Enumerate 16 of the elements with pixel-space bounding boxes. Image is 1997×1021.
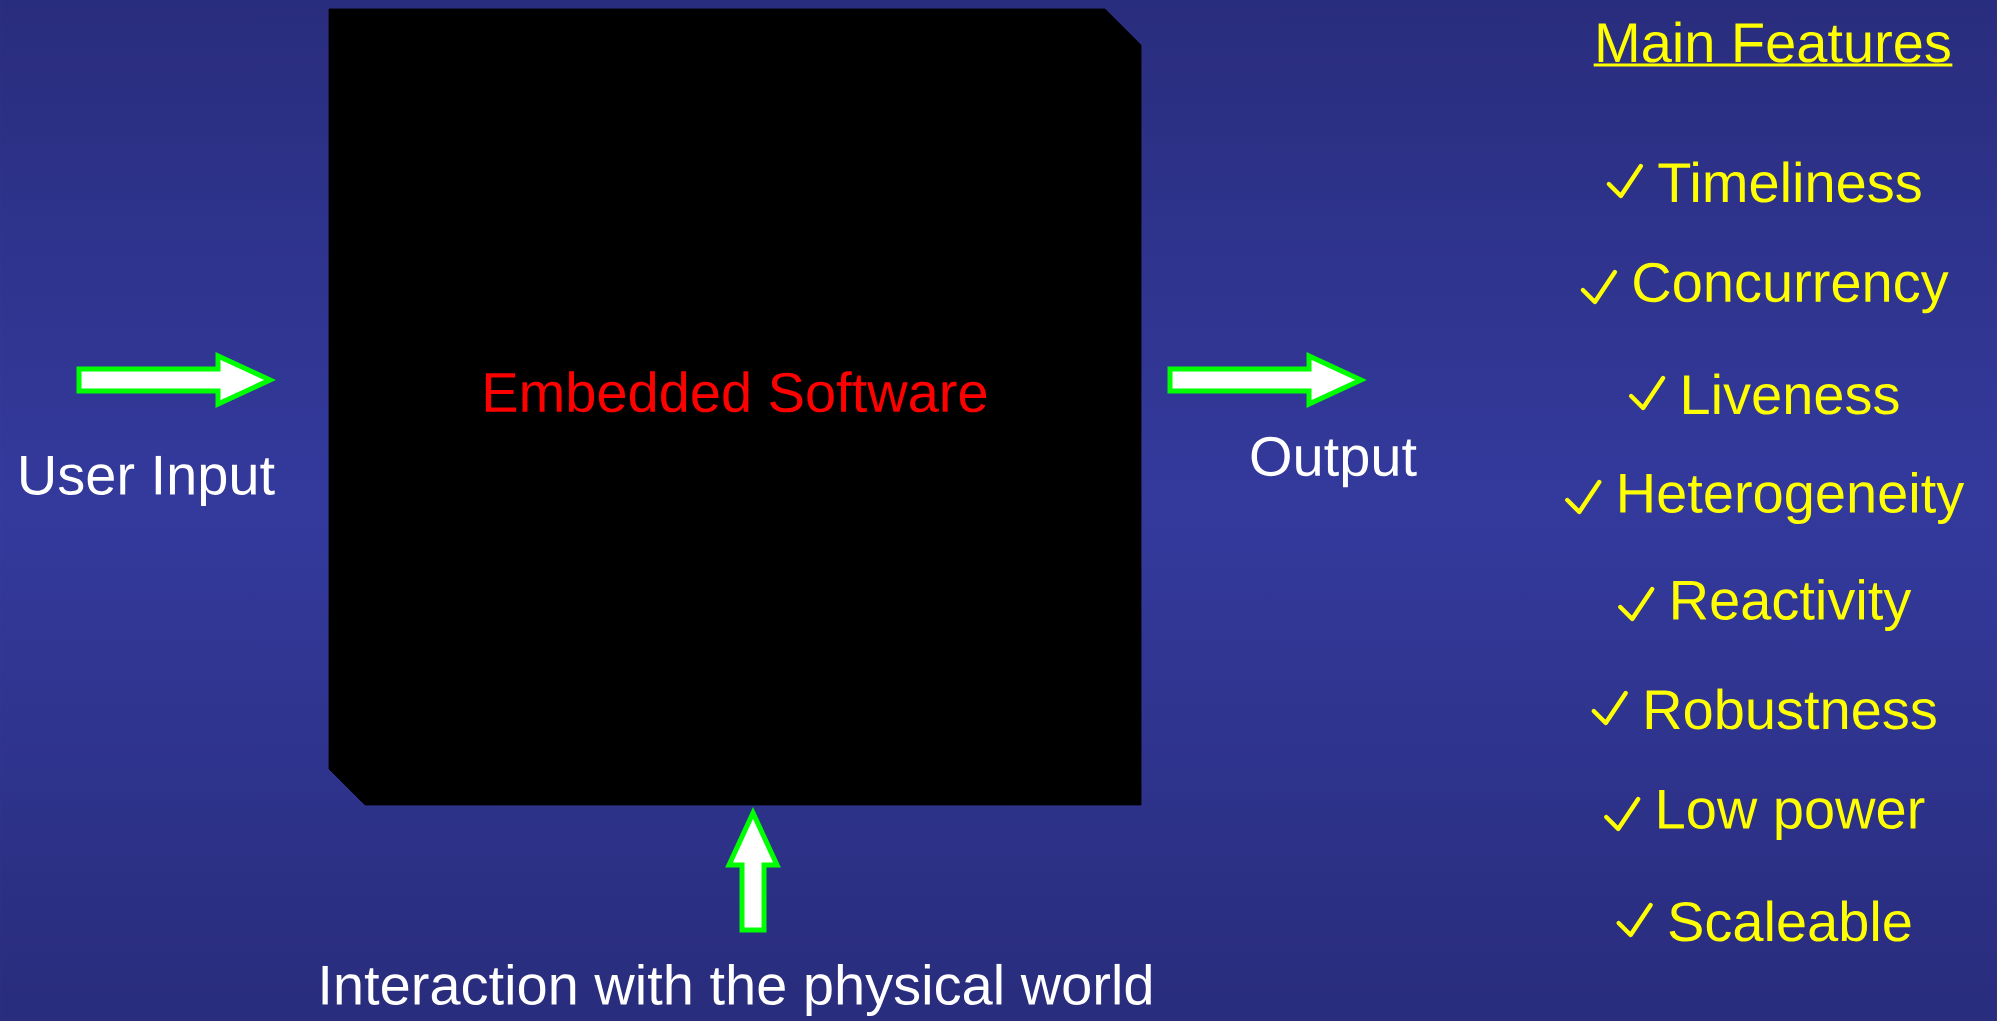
feature-text: Timeliness — [1658, 161, 1921, 203]
feature-text: Scaleable — [1669, 900, 1911, 942]
feature-text: Low power — [1659, 789, 1925, 841]
feature-text: Robustness — [1646, 688, 1936, 730]
arrow — [725, 807, 781, 933]
arrow — [76, 352, 276, 408]
software-box: Embedded Software — [328, 8, 1142, 806]
node-text: Interaction with the physical world — [322, 963, 1151, 1017]
arrow — [1167, 352, 1367, 408]
node-text: User Input — [21, 455, 275, 507]
heading: Main Features — [1593, 21, 1953, 67]
feature-text: Heterogeneity — [1620, 471, 1965, 525]
feature-text: Liveness — [1684, 373, 1899, 415]
feature-text: Reactivity — [1673, 578, 1912, 632]
node-text: Output — [1251, 436, 1417, 488]
feature-text: Concurrency — [1634, 262, 1949, 314]
